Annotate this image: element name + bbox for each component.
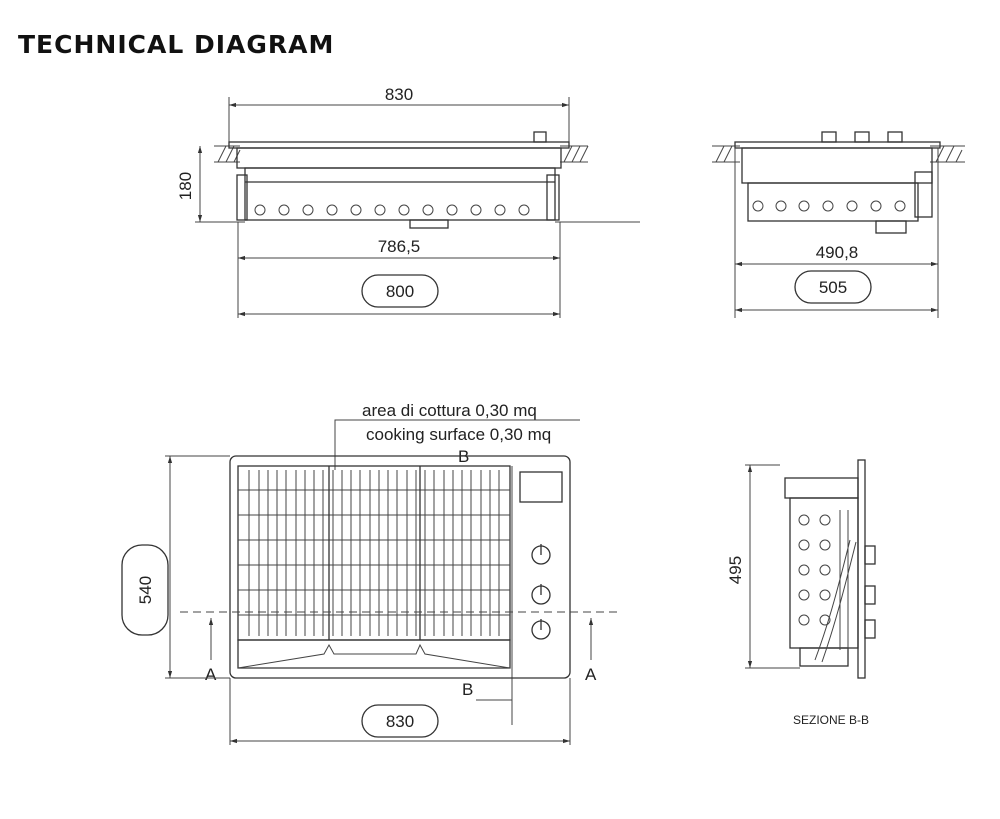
dim-cutout-width: 800 [386,282,414,301]
section-view: 495 SEZIONE B-B [726,459,876,727]
dim-height: 180 [176,172,195,200]
front-view: 830 180 786,5 [176,85,640,318]
dim-inner-depth: 490,8 [816,243,859,262]
control-knobs [531,544,551,640]
cooking-area-note-it: area di cottura 0,30 mq [362,401,537,420]
side-view: 490,8 505 [712,131,965,318]
dim-inner-width: 786,5 [378,237,421,256]
dim-cutout-depth: 505 [819,278,847,297]
dim-cutout-height: 540 [136,576,155,604]
burner-holes [254,204,530,216]
page-title: TECHNICAL DIAGRAM [18,30,335,59]
section-b-bottom: B [462,680,473,699]
top-view: area di cottura 0,30 mq cooking surface … [121,401,620,745]
cooking-area-note-en: cooking surface 0,30 mq [366,425,551,444]
section-a-left: A [205,665,217,684]
dim-section-height: 495 [726,556,745,584]
section-caption: SEZIONE B-B [793,713,869,727]
section-a-right: A [585,665,597,684]
dim-top-width: 830 [385,85,413,104]
dim-bottom-width: 830 [386,712,414,731]
